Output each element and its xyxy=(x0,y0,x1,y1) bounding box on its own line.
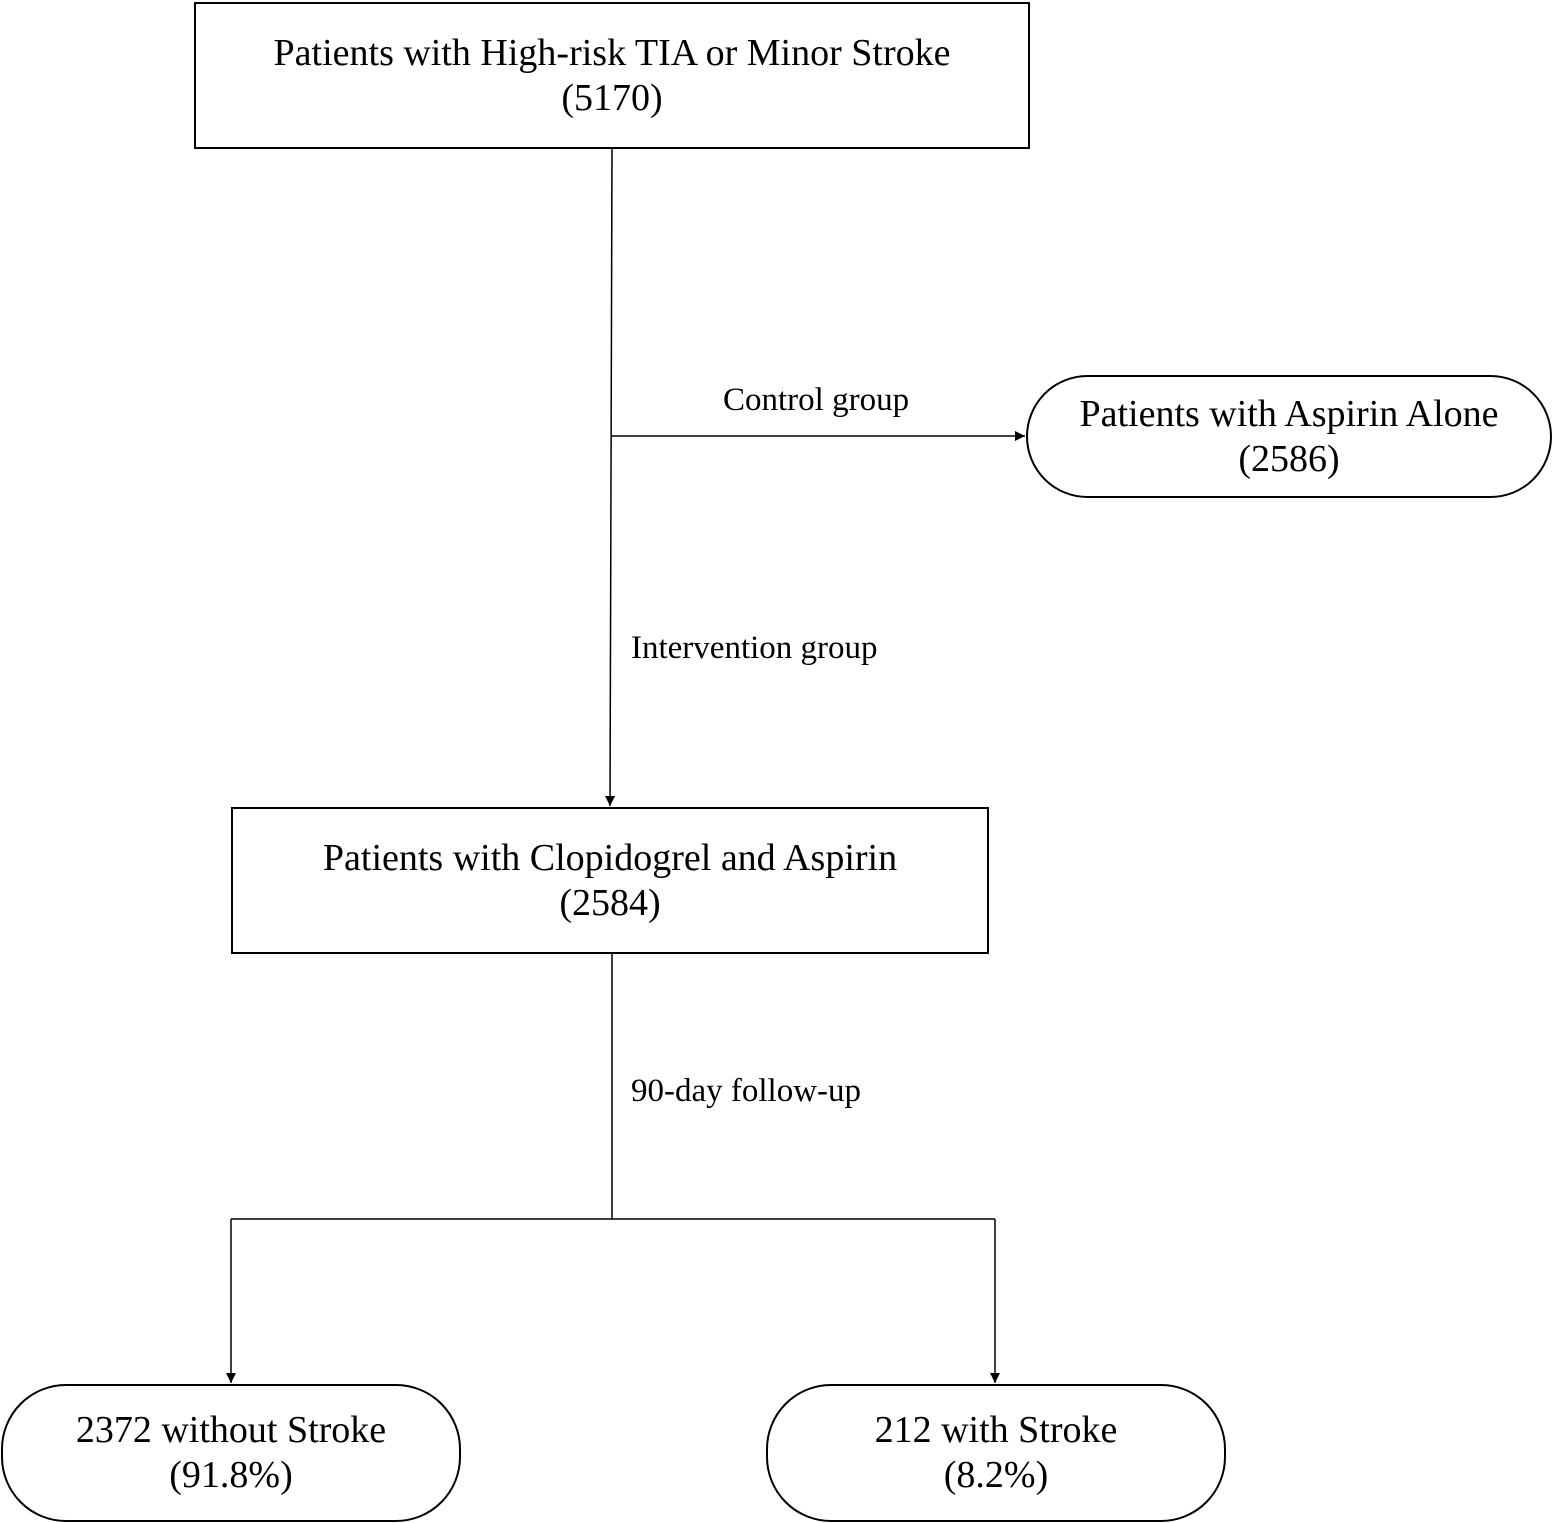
without-stroke-percent: (91.8%) xyxy=(169,1454,293,1496)
connector-enrolled-to-clopidogrel xyxy=(605,148,616,807)
without-stroke-label: 2372 without Stroke xyxy=(75,1409,387,1451)
aspirin-alone-box: Patients with Aspirin Alone (2586) xyxy=(1026,375,1552,498)
control-group-label: Control group xyxy=(723,382,910,418)
enrolled-patients-count: (5170) xyxy=(561,76,663,119)
without-stroke-box: 2372 without Stroke (91.8%) xyxy=(1,1384,461,1522)
with-stroke-label: 212 with Stroke xyxy=(874,1409,1118,1451)
with-stroke-percent: (8.2%) xyxy=(943,1454,1049,1496)
clopidogrel-aspirin-count: (2584) xyxy=(559,881,661,924)
aspirin-alone-label: Patients with Aspirin Alone xyxy=(1079,392,1499,435)
enrolled-patients-box: Patients with High-risk TIA or Minor Str… xyxy=(194,2,1030,149)
enrolled-patients-label: Patients with High-risk TIA or Minor Str… xyxy=(273,31,951,74)
intervention-group-label: Intervention group xyxy=(631,630,878,666)
clopidogrel-aspirin-box: Patients with Clopidogrel and Aspirin (2… xyxy=(231,807,989,954)
followup-label: 90-day follow-up xyxy=(631,1073,862,1109)
aspirin-alone-count: (2586) xyxy=(1238,437,1340,480)
with-stroke-box: 212 with Stroke (8.2%) xyxy=(766,1384,1226,1522)
clopidogrel-aspirin-label: Patients with Clopidogrel and Aspirin xyxy=(322,836,898,879)
